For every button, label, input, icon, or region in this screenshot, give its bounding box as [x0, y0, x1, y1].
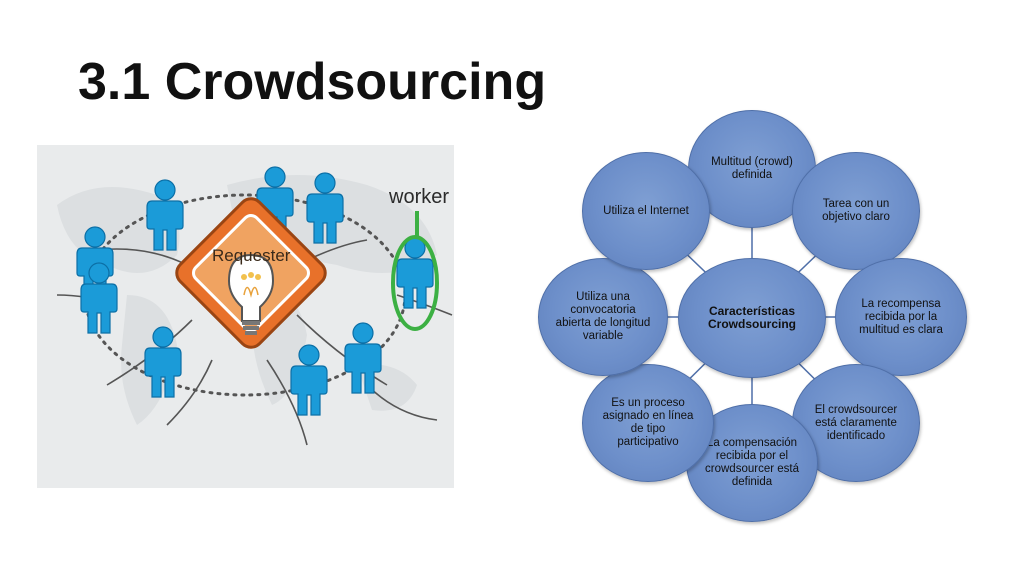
- node-label: La recompensa recibida por la multitud e…: [859, 297, 943, 336]
- node-center-caracteristicas: Características Crowdsourcing: [678, 258, 826, 378]
- center-node-label: Características Crowdsourcing: [707, 304, 796, 331]
- slide-title: 3.1 Crowdsourcing: [78, 53, 547, 111]
- node-label: Es un proceso asignado en línea de tipo …: [602, 397, 694, 448]
- worker-label: worker: [388, 186, 449, 208]
- characteristics-diagram: Multitud (crowd) definida Tarea con un o…: [530, 102, 980, 532]
- node-label: Multitud (crowd) definida: [711, 156, 793, 181]
- node-proceso-participativo: Es un proceso asignado en línea de tipo …: [582, 364, 714, 482]
- illustration-svg: worker Requester: [56, 166, 453, 446]
- lightbulb-icon: [227, 253, 275, 335]
- node-label: El crowdsourcer está claramente identifi…: [814, 403, 898, 442]
- node-label: Tarea con un objetivo claro: [822, 198, 890, 223]
- crowdsourcing-illustration: worker Requester: [37, 145, 454, 488]
- node-label: La compensación recibida por el crowdsou…: [705, 437, 799, 488]
- node-convocatoria-abierta: Utiliza una convocatoria abierta de long…: [538, 258, 668, 376]
- node-tarea-objetivo: Tarea con un objetivo claro: [792, 152, 920, 270]
- node-recompensa-multitud: La recompensa recibida por la multitud e…: [835, 258, 967, 376]
- node-utiliza-internet: Utiliza el Internet: [582, 152, 710, 270]
- node-label: Utiliza una convocatoria abierta de long…: [555, 291, 651, 342]
- node-label: Utiliza el Internet: [603, 204, 689, 217]
- requester-label: Requester: [212, 246, 291, 265]
